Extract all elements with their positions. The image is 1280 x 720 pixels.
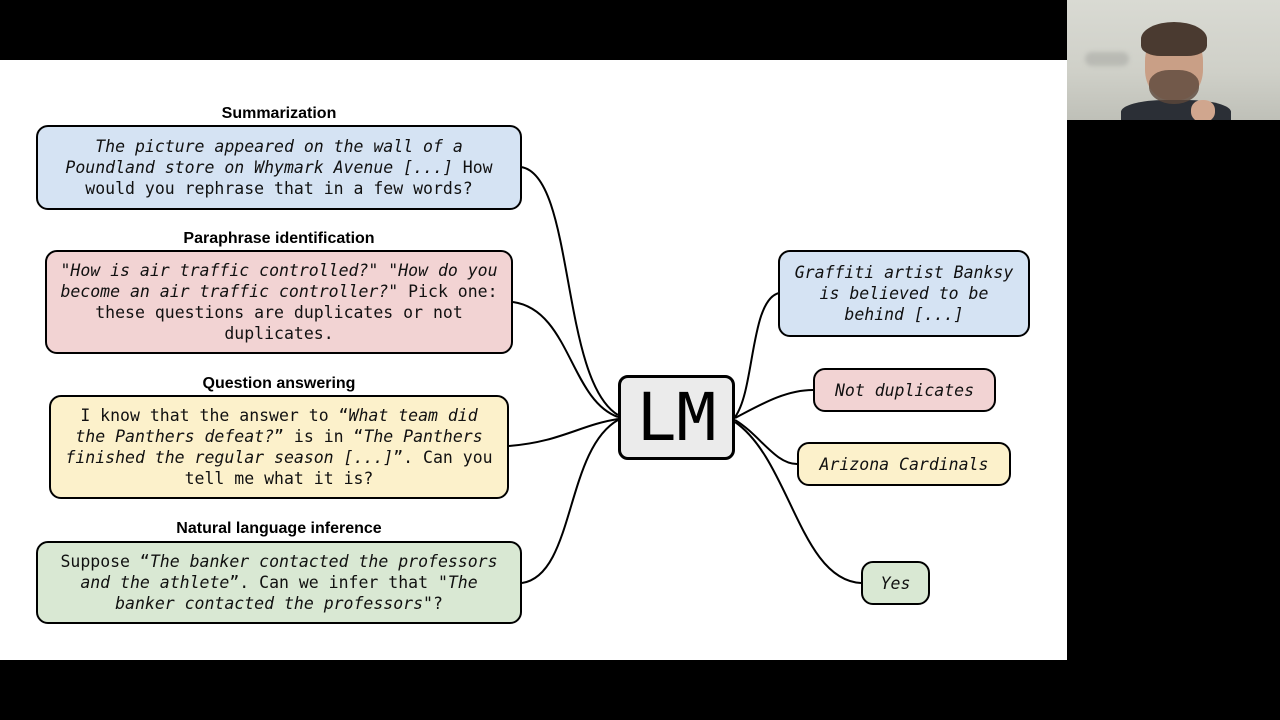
question-answering-output-text: Arizona Cardinals (819, 454, 989, 474)
input-text-segment: ”. Can you tell me what it is? (184, 448, 493, 488)
connector-qa-input (508, 418, 619, 447)
task-heading-nli: Natural language inference (176, 520, 382, 537)
connector-summarization-output (734, 292, 780, 418)
summarization-output-text: Graffiti artist Banksy is believed to be… (794, 263, 1014, 324)
question-answering-output-box: Arizona Cardinals (797, 442, 1011, 486)
paraphrase-output-text: Not duplicates (834, 380, 975, 400)
summarization-output-box: Graffiti artist Banksy is believed to be… (778, 250, 1030, 337)
connector-summarization-input (520, 166, 619, 416)
input-text-segment: The banker contacted the professors (115, 573, 478, 613)
input-text-segment: Suppose “ (60, 552, 150, 571)
input-text-segment: "? (423, 594, 443, 613)
task-heading-paraphrase: Paraphrase identification (183, 230, 375, 247)
summarization-input-text: The picture appeared on the wall of a Po… (48, 136, 510, 199)
input-text-segment: ”. Can we infer that " (229, 573, 448, 592)
speaker-webcam-video (1067, 0, 1280, 120)
input-text-segment: I know that the answer to “ (80, 406, 349, 425)
nli-output-text: Yes (880, 573, 911, 593)
nli-input-text: Suppose “The banker contacted the profes… (48, 551, 510, 614)
input-text-segment: How would you rephrase that in a few wor… (85, 158, 493, 198)
speaker-beard (1149, 70, 1199, 104)
connector-lines (508, 166, 862, 584)
slide: Summarization The picture appeared on th… (0, 60, 1067, 660)
speaker-hand (1191, 100, 1215, 120)
task-heading-question-answering: Question answering (202, 375, 356, 392)
connector-nli-input (521, 419, 619, 584)
paraphrase-output-box: Not duplicates (813, 368, 996, 412)
paraphrase-input-text: "How is air traffic controlled?" "How do… (57, 260, 501, 344)
question-answering-input-text: I know that the answer to “What team did… (61, 405, 497, 489)
paraphrase-input-box: "How is air traffic controlled?" "How do… (45, 250, 513, 354)
task-heading-summarization: Summarization (221, 105, 337, 122)
input-text-segment: ” is in “ (274, 427, 364, 446)
summarization-input-box: The picture appeared on the wall of a Po… (36, 125, 522, 210)
input-text-segment: The banker contacted the professors and … (80, 552, 498, 592)
connector-paraphrase-input (512, 301, 619, 418)
blurred-background-object (1085, 52, 1129, 66)
connector-qa-output (734, 419, 798, 465)
question-answering-input-box: I know that the answer to “What team did… (49, 395, 509, 499)
input-text-segment: The picture appeared on the wall of a Po… (65, 137, 463, 177)
input-text-segment: Pick one: these questions are duplicates… (95, 282, 498, 343)
connector-paraphrase-output (734, 389, 814, 419)
input-text-segment: What team did the Panthers defeat? (75, 406, 478, 446)
nli-output-box: Yes (861, 561, 930, 605)
speaker-hair (1141, 22, 1207, 56)
input-text-segment: The Panthers finished the regular season… (65, 427, 483, 467)
input-text-segment: "How is air traffic controlled?" "How do… (60, 261, 498, 301)
connector-nli-output (734, 421, 862, 584)
nli-input-box: Suppose “The banker contacted the profes… (36, 541, 522, 624)
language-model-box: LM (618, 375, 735, 460)
language-model-label: LM (636, 379, 717, 456)
